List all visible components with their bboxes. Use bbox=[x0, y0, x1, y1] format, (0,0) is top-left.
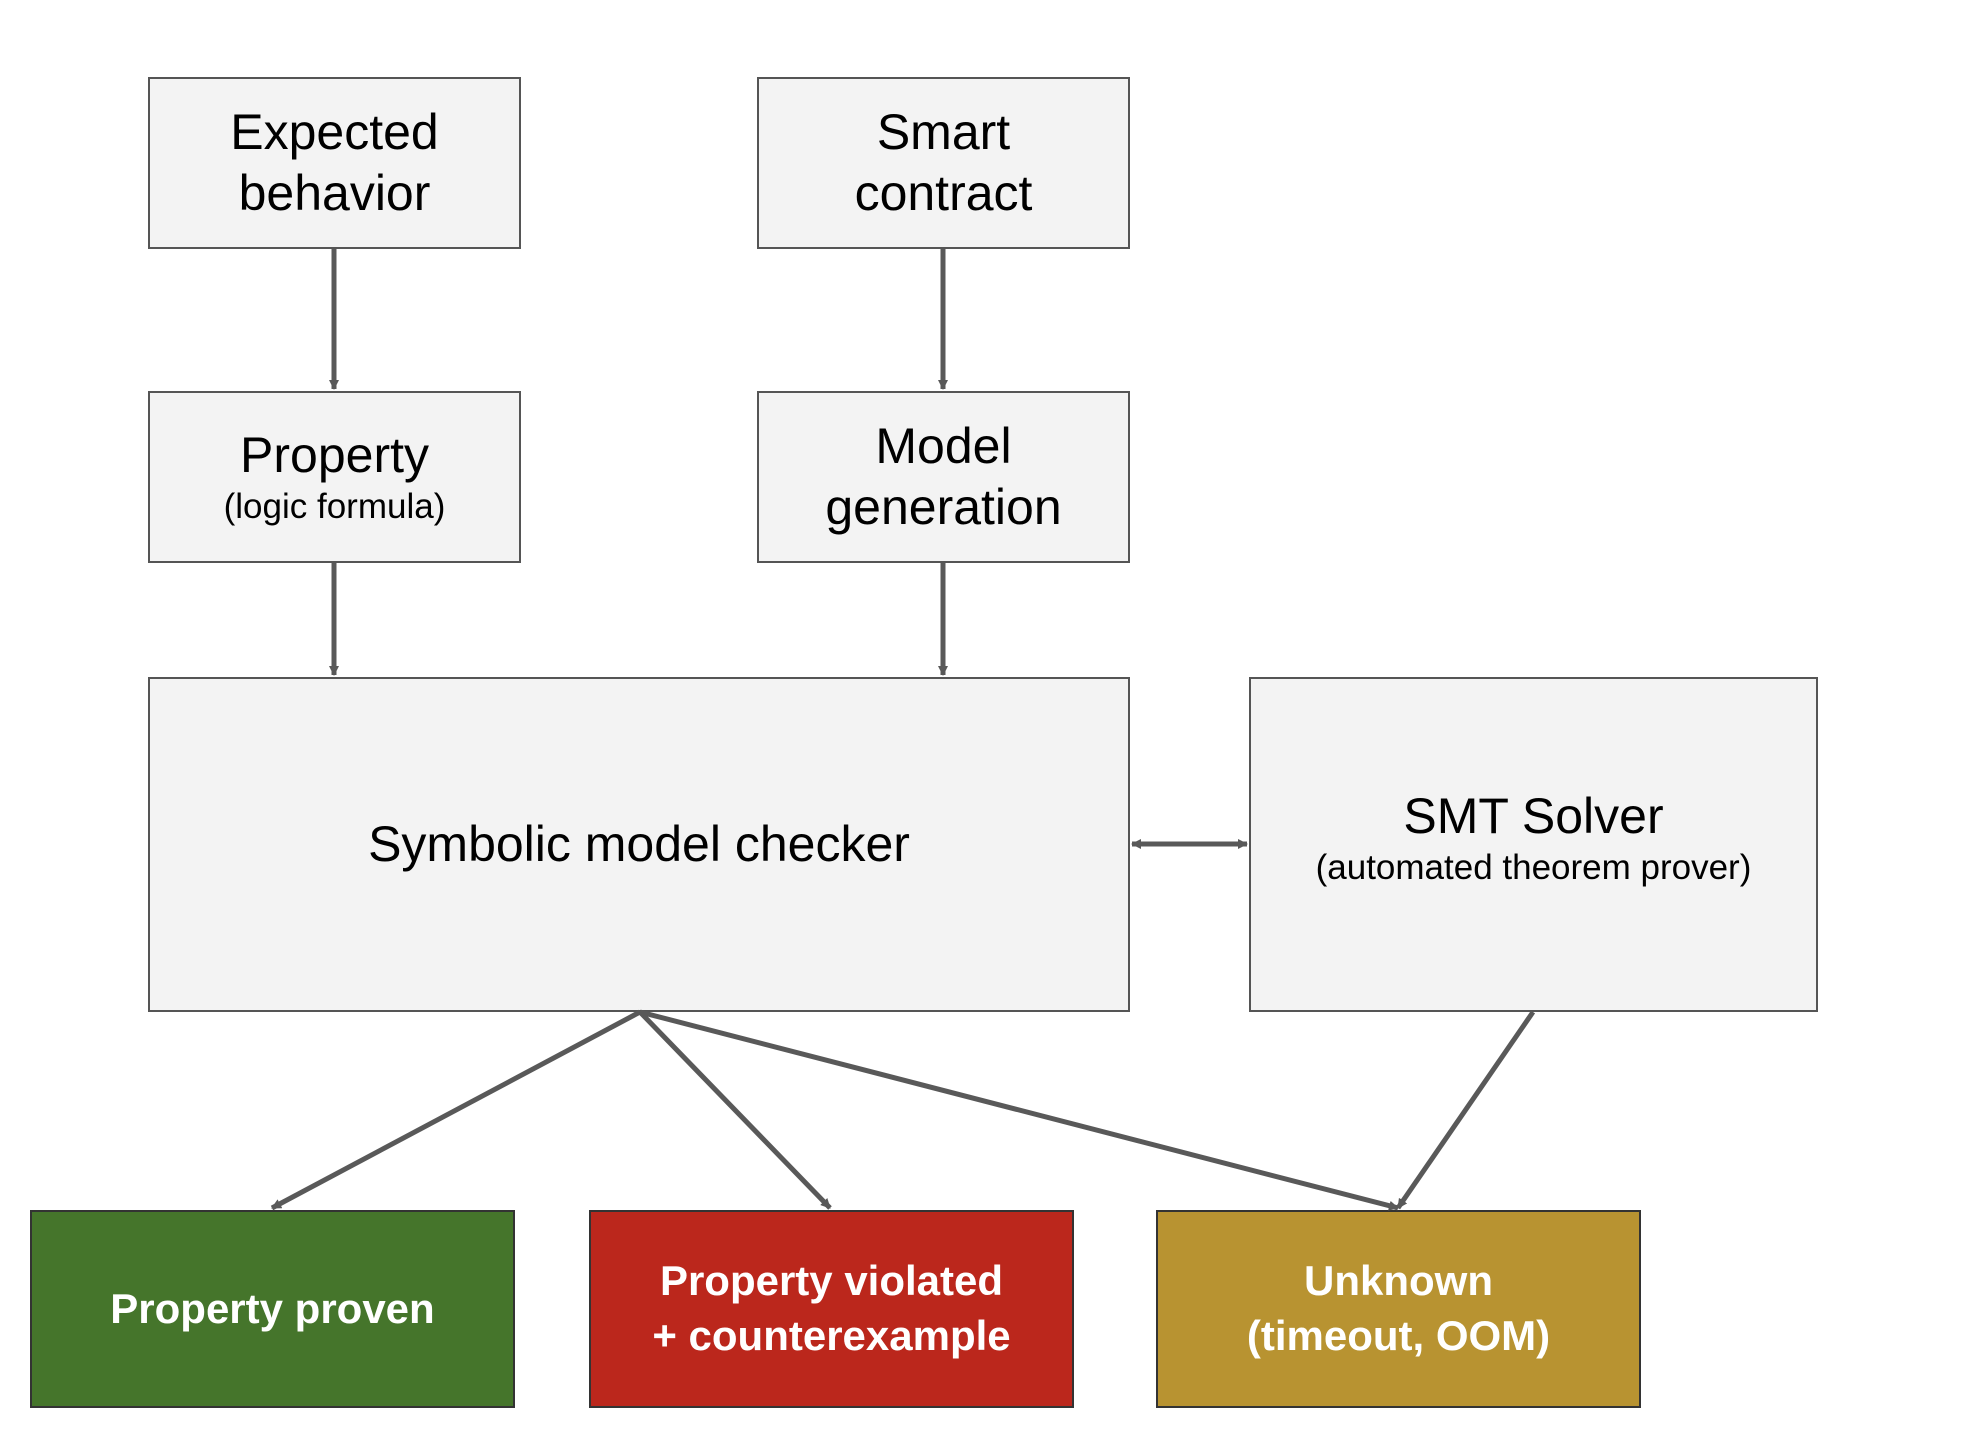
property-proven-box: Property proven bbox=[30, 1210, 515, 1408]
property-box: Property (logic formula) bbox=[148, 391, 521, 563]
symbolic-model-checker-title: Symbolic model checker bbox=[368, 816, 910, 872]
model-generation-line-1: Model bbox=[875, 418, 1012, 474]
symbolic-model-checker-box: Symbolic model checker bbox=[148, 677, 1130, 1012]
unknown-box: Unknown (timeout, OOM) bbox=[1156, 1210, 1641, 1408]
unknown-line-1: Unknown bbox=[1304, 1257, 1493, 1305]
smt-solver-subtitle: (automated theorem prover) bbox=[1315, 847, 1752, 887]
unknown-line-2: (timeout, OOM) bbox=[1246, 1312, 1551, 1359]
property-subtitle: (logic formula) bbox=[223, 487, 446, 527]
smart-contract-line-2: contract bbox=[854, 165, 1033, 221]
property-violated-line-2: + counterexample bbox=[652, 1312, 1011, 1359]
arrow-checker-to-violated bbox=[638, 1010, 832, 1210]
property-proven-label: Property proven bbox=[110, 1284, 435, 1332]
property-violated-box: Property violated + counterexample bbox=[589, 1210, 1074, 1408]
arrow-smt-to-unknown bbox=[1395, 1010, 1536, 1210]
smart-contract-line-1: Smart bbox=[876, 104, 1011, 160]
smt-solver-box: SMT Solver (automated theorem prover) bbox=[1249, 677, 1818, 1012]
property-title: Property bbox=[240, 427, 429, 484]
property-violated-line-1: Property violated bbox=[659, 1257, 1004, 1305]
model-generation-line-2: generation bbox=[825, 479, 1062, 535]
smt-solver-title: SMT Solver bbox=[1403, 787, 1664, 844]
model-generation-box: Model generation bbox=[757, 391, 1130, 563]
expected-behavior-box: Expected behavior bbox=[148, 77, 521, 249]
arrow-checker-to-proven bbox=[270, 1009, 642, 1211]
expected-behavior-line-1: Expected bbox=[230, 104, 439, 160]
smart-contract-box: Smart contract bbox=[757, 77, 1130, 249]
expected-behavior-line-2: behavior bbox=[238, 165, 431, 221]
arrow-checker-to-unknown bbox=[639, 1009, 1399, 1211]
